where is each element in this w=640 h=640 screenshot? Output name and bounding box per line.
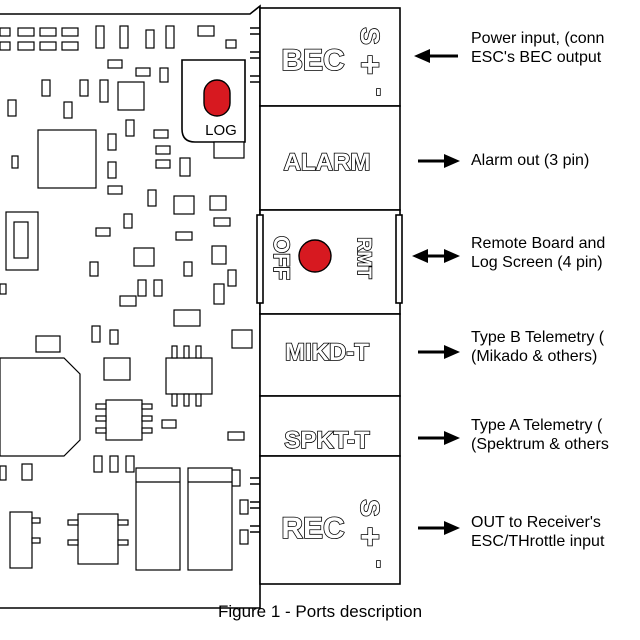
alarm-port-label: ALARM xyxy=(284,149,371,176)
rec-signal-mark: S xyxy=(355,499,385,516)
rec-pins xyxy=(250,477,260,533)
port-block-alarm xyxy=(259,105,401,211)
rec-description-line1: OUT to Receiver's xyxy=(471,514,601,531)
mikd-description-line2: (Mikado & others) xyxy=(471,348,598,365)
log-led-label: LOG xyxy=(205,122,237,139)
bec-input-arrow xyxy=(414,49,458,63)
alarm-description-line1: Alarm out (3 pin) xyxy=(471,152,590,169)
bec-minus-mark: - xyxy=(366,88,393,96)
mikd-port-label: MIKD-T xyxy=(285,339,369,366)
port-block-bec xyxy=(259,7,401,107)
mikd-output-arrow xyxy=(418,345,460,359)
off-label: OFF xyxy=(269,236,294,280)
rmt-description-line1: Remote Board and xyxy=(471,235,606,252)
rmt-label: RMT xyxy=(353,237,374,279)
rec-plus-mark: + xyxy=(360,518,380,556)
spkt-port-label: SPKT-T xyxy=(284,427,370,454)
rec-description: OUT to Receiver's ESC/THrottle input xyxy=(471,513,604,551)
pcb-components xyxy=(0,25,253,571)
rec-output-arrow xyxy=(418,521,460,535)
bec-description-line2: ESC's BEC output xyxy=(471,49,602,66)
bec-pins xyxy=(250,27,260,83)
port-block-mikd xyxy=(259,313,401,397)
rmt-description-line2: Log Screen (4 pin) xyxy=(471,254,603,271)
spkt-description-line1: Type A Telemetry ( xyxy=(471,417,603,434)
port-block-rec xyxy=(259,455,401,585)
bec-signal-mark: S xyxy=(355,27,385,44)
rec-description-line2: ESC/THrottle input xyxy=(471,533,605,550)
rmt-bidirectional-arrow xyxy=(412,249,460,263)
pcb-outline xyxy=(0,4,261,609)
spkt-output-arrow xyxy=(418,431,460,445)
bec-plus-mark: + xyxy=(360,46,380,84)
bec-description: Power input, (conn ESC's BEC output xyxy=(471,29,604,67)
alarm-output-arrow xyxy=(418,154,460,168)
figure-caption: Figure 1 - Ports description xyxy=(217,602,423,621)
port-block-spkt xyxy=(259,395,401,457)
rec-minus-mark: - xyxy=(366,560,393,568)
rmt-off-led xyxy=(298,239,332,273)
rmt-notch-right xyxy=(395,214,403,304)
mikd-description: Type B Telemetry ( (Mikado & others) xyxy=(471,328,604,366)
spkt-description: Type A Telemetry ( (Spektrum & others xyxy=(471,416,609,454)
mikd-description-line1: Type B Telemetry ( xyxy=(471,329,605,346)
bec-description-line1: Power input, (conn xyxy=(471,30,605,47)
spkt-description-line2: (Spektrum & others xyxy=(471,436,609,453)
rmt-description: Remote Board and Log Screen (4 pin) xyxy=(471,234,605,272)
alarm-description: Alarm out (3 pin) xyxy=(471,151,589,170)
rmt-notch-left xyxy=(256,214,264,304)
log-led xyxy=(203,79,231,117)
rec-port-label: REC xyxy=(281,512,344,545)
bec-port-label: BEC xyxy=(281,44,344,77)
